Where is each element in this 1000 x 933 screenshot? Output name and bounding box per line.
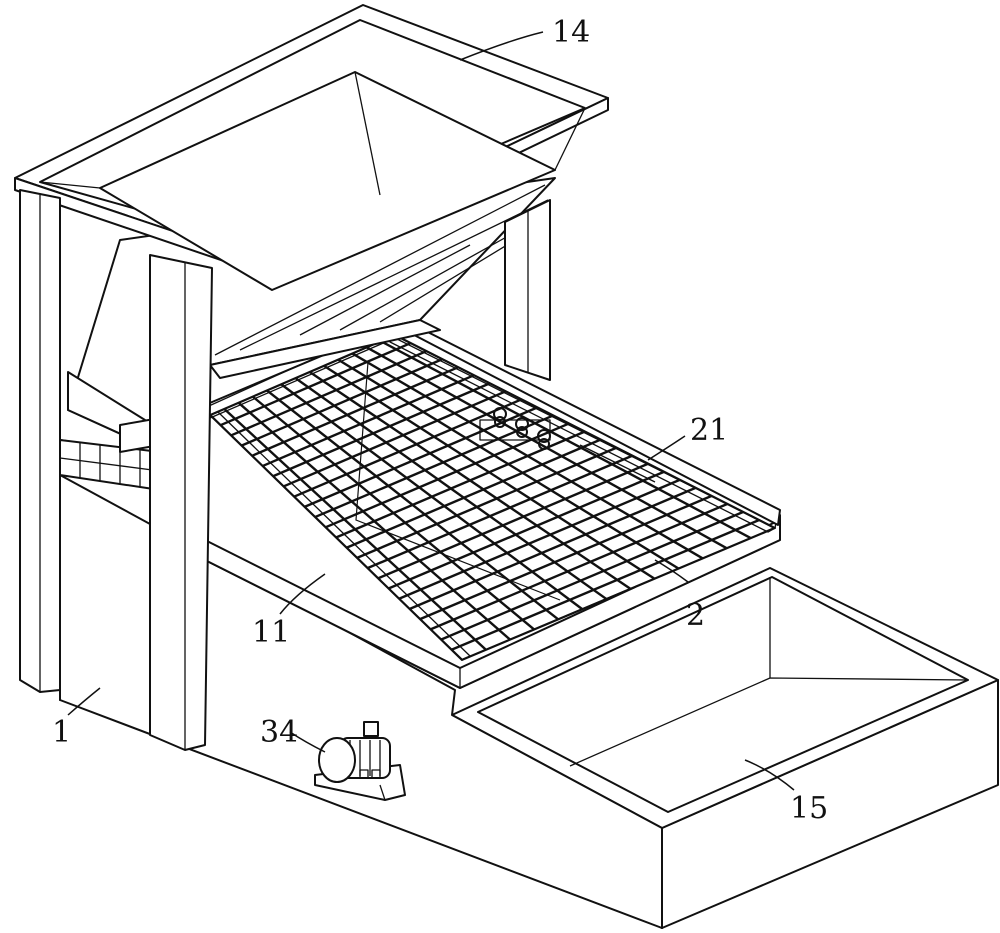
label-frame: 1 — [52, 715, 71, 750]
support-posts — [19, 189, 551, 751]
vibration-springs — [479, 407, 551, 450]
label-motor: 34 — [260, 715, 298, 750]
label-side-rail: 21 — [690, 413, 728, 448]
screen-mesh — [210, 335, 775, 660]
leader-lines — [67, 31, 795, 791]
mesh-edge-front — [209, 411, 471, 661]
motor — [314, 721, 406, 801]
label-hopper: 14 — [552, 15, 590, 50]
label-screen-box: 2 — [686, 598, 705, 633]
label-mesh: 11 — [252, 615, 290, 650]
label-collection-tank: 15 — [790, 791, 828, 826]
